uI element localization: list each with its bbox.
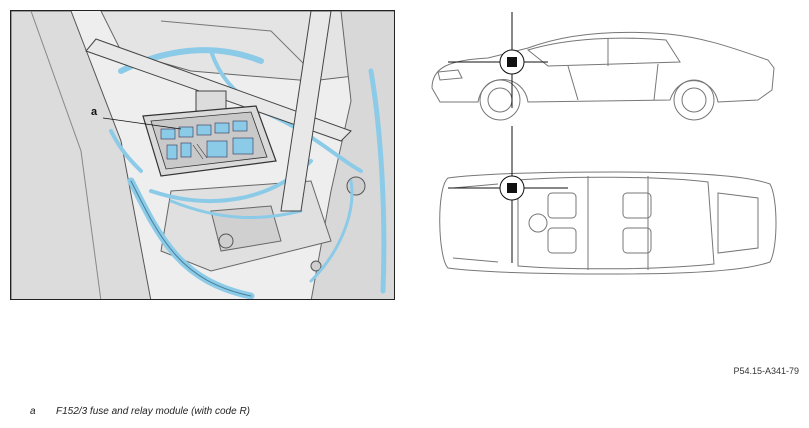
location-marker-side-view [448, 12, 548, 108]
legend: a F152/3 fuse and relay module (with code… [30, 406, 250, 417]
engine-compartment-detail-view: a [10, 10, 395, 300]
vehicle-top-view [439, 171, 777, 275]
legend-key: a [30, 406, 36, 417]
fuse-relay-module [142, 105, 277, 177]
location-marker-top-view [448, 126, 568, 263]
vehicle-side-view [431, 31, 775, 121]
engine-compartment-illustration: a [11, 11, 394, 299]
figure-id: P54.15-A341-79 [733, 366, 799, 376]
callout-label-a: a [91, 106, 98, 118]
callout-leader-line [102, 117, 182, 130]
legend-text: F152/3 fuse and relay module (with code … [56, 406, 250, 417]
vehicle-location-diagram [418, 8, 790, 298]
vehicle-outline-illustration [431, 12, 777, 275]
